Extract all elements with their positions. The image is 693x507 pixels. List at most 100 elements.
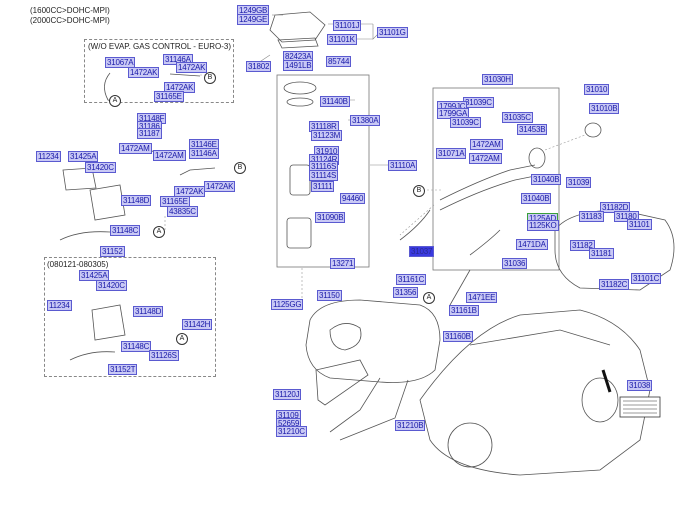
- part-label[interactable]: 31090B: [315, 212, 346, 223]
- part-label[interactable]: 31039C: [450, 117, 481, 128]
- heat-shield: [315, 359, 369, 406]
- part-label[interactable]: 31148D: [133, 306, 164, 317]
- part-label[interactable]: 1472AK: [128, 67, 160, 78]
- part-label[interactable]: 31165E: [154, 91, 184, 102]
- part-label[interactable]: 1491LB: [283, 60, 314, 71]
- part-label[interactable]: 1471EE: [466, 292, 498, 303]
- part-label[interactable]: 1471DA: [516, 239, 548, 250]
- tank-strap-right: [339, 379, 409, 441]
- date-range-group: [44, 257, 216, 377]
- part-label[interactable]: 31420C: [85, 162, 116, 173]
- part-label[interactable]: 31101C: [631, 273, 662, 284]
- part-label[interactable]: 31160B: [443, 331, 473, 342]
- part-label[interactable]: 31010: [584, 84, 610, 95]
- part-label[interactable]: 1125KO: [527, 220, 559, 231]
- part-label[interactable]: 31148D: [121, 195, 152, 206]
- filler-hose: [469, 229, 501, 256]
- part-label[interactable]: 1472AM: [153, 150, 186, 161]
- part-label[interactable]: 31148C: [110, 225, 141, 236]
- part-label[interactable]: 31802: [246, 61, 272, 72]
- front-wheel: [447, 422, 493, 468]
- part-label[interactable]: 1125GG: [271, 299, 304, 310]
- part-label[interactable]: 11234: [36, 151, 61, 162]
- part-label[interactable]: 31101J: [333, 20, 362, 31]
- part-label[interactable]: 11234: [47, 300, 72, 311]
- part-label[interactable]: 31180: [614, 211, 639, 222]
- part-label[interactable]: 31071A: [436, 148, 467, 159]
- cover-gasket: [277, 37, 319, 49]
- part-label[interactable]: 31380A: [350, 115, 381, 126]
- part-label[interactable]: 31010B: [589, 103, 620, 114]
- part-label[interactable]: 31101G: [377, 27, 408, 38]
- part-label[interactable]: 31039: [566, 177, 592, 188]
- part-label[interactable]: 31356: [393, 287, 419, 298]
- part-label[interactable]: 31161C: [396, 274, 427, 285]
- pump-reservoir: [286, 217, 312, 249]
- callout-b: B: [234, 162, 246, 174]
- part-label[interactable]: 1249GE: [237, 14, 270, 25]
- part-label[interactable]: 94460: [340, 193, 366, 204]
- part-label[interactable]: 31039C: [463, 97, 494, 108]
- part-label[interactable]: 31161B: [449, 305, 479, 316]
- part-label[interactable]: 31210B: [395, 420, 426, 431]
- part-label[interactable]: 31114S: [309, 170, 339, 181]
- emission-label-sticker: [619, 396, 661, 418]
- part-label[interactable]: 31146A: [189, 148, 219, 159]
- part-label[interactable]: 31101: [627, 219, 652, 230]
- part-label[interactable]: 31111: [311, 181, 335, 192]
- part-label[interactable]: 31140B: [320, 96, 350, 107]
- part-label[interactable]: 43835C: [167, 206, 198, 217]
- part-label[interactable]: 31453B: [517, 124, 548, 135]
- callout-b: B: [413, 185, 425, 197]
- part-label[interactable]: 31150: [317, 290, 342, 301]
- part-label-selected[interactable]: 31037: [409, 246, 435, 257]
- breather-tube: [449, 269, 471, 306]
- part-label[interactable]: 31030H: [482, 74, 513, 85]
- tank-strap-left: [329, 377, 381, 433]
- fuel-tank: [305, 299, 441, 383]
- pump-seal-ring: [286, 97, 314, 107]
- part-label[interactable]: 31120J: [273, 389, 302, 400]
- part-label[interactable]: 31123M: [311, 130, 343, 141]
- callout-a: A: [176, 333, 188, 345]
- part-label[interactable]: 31036: [502, 258, 528, 269]
- part-label[interactable]: 31101K: [327, 34, 357, 45]
- filler-pipe: [439, 164, 536, 201]
- canister: [89, 184, 126, 221]
- part-label[interactable]: 31187: [137, 128, 162, 139]
- part-label[interactable]: 31035C: [502, 112, 533, 123]
- part-label[interactable]: 85744: [326, 56, 352, 67]
- part-label[interactable]: 31067A: [105, 57, 136, 68]
- part-label[interactable]: 31152: [100, 246, 125, 257]
- part-label[interactable]: 31152T: [108, 364, 138, 375]
- part-label[interactable]: 31425A: [68, 151, 99, 162]
- vent-hose: [399, 209, 431, 241]
- part-label[interactable]: 31425A: [79, 270, 110, 281]
- part-label[interactable]: 31148C: [121, 341, 152, 352]
- part-label[interactable]: 31181: [589, 248, 614, 259]
- part-label[interactable]: 31182: [570, 240, 595, 251]
- part-label[interactable]: 31110A: [388, 160, 418, 171]
- callout-a: A: [109, 95, 121, 107]
- fuel-cap: [584, 122, 602, 138]
- part-label[interactable]: 31183: [579, 211, 604, 222]
- fuel-filter: [289, 164, 311, 196]
- part-label[interactable]: 31420C: [96, 280, 127, 291]
- part-label[interactable]: 1472AM: [119, 143, 152, 154]
- part-label[interactable]: 1472AK: [176, 62, 208, 73]
- part-label[interactable]: 31210C: [276, 426, 307, 437]
- part-label[interactable]: 1472AK: [204, 181, 236, 192]
- part-label[interactable]: 1472AM: [470, 139, 503, 150]
- part-label[interactable]: 13271: [330, 258, 356, 269]
- part-label[interactable]: 31040B: [521, 193, 552, 204]
- part-label[interactable]: 31126S: [149, 350, 179, 361]
- part-label[interactable]: 31040B: [531, 174, 562, 185]
- pump-assembly-frame: [276, 74, 370, 268]
- part-label[interactable]: 31038: [627, 380, 653, 391]
- callout-a: A: [423, 292, 435, 304]
- label-pointer: [601, 369, 612, 393]
- part-label[interactable]: 31142H: [182, 319, 213, 330]
- part-label[interactable]: 31182C: [599, 279, 630, 290]
- part-label[interactable]: 1472AM: [469, 153, 502, 164]
- wo-evap-group: [84, 39, 234, 103]
